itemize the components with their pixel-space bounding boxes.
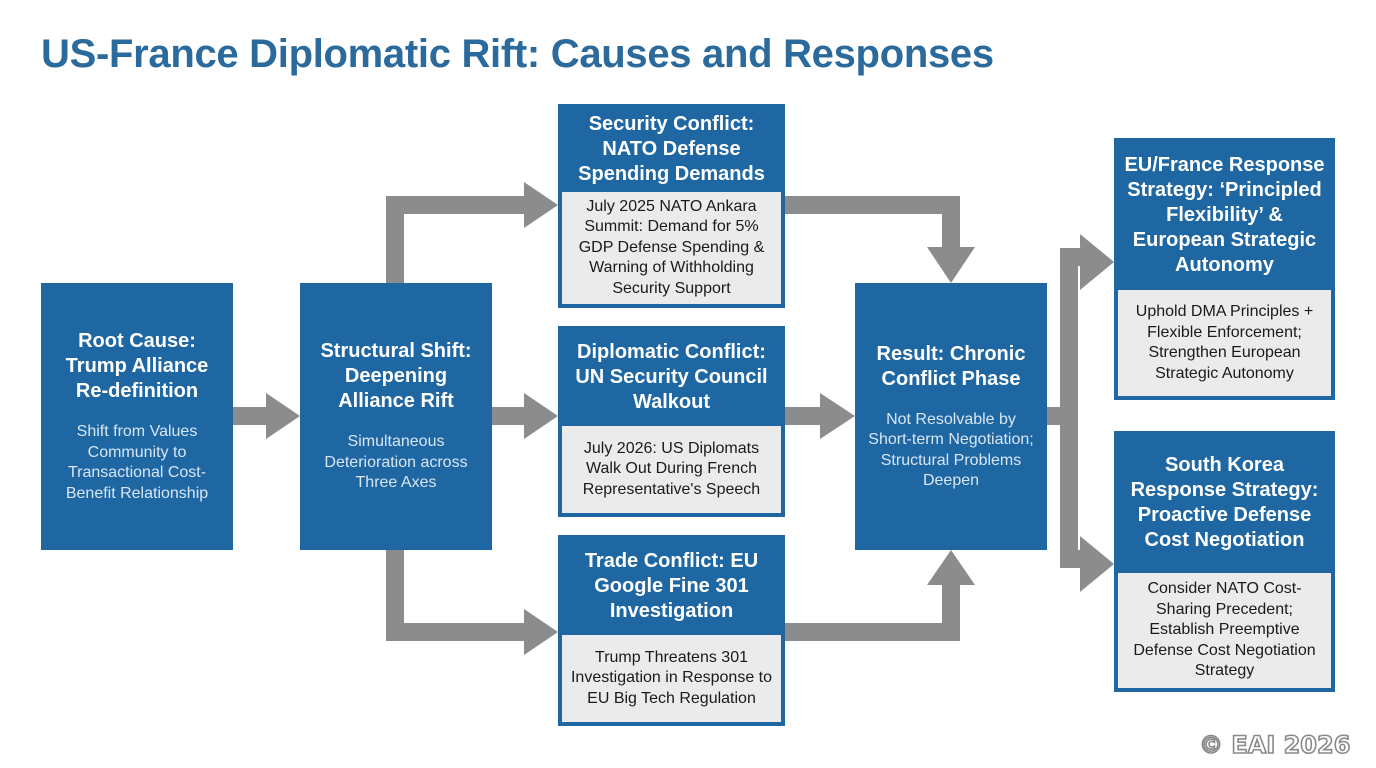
security-conflict-box: Security Conflict: NATO Defense Spending… <box>558 104 785 308</box>
eu-france-response-title: EU/France Response Strategy: ‘Principled… <box>1124 153 1325 276</box>
trade-conflict-title: Trade Conflict: EU Google Fine 301 Inves… <box>584 549 759 622</box>
eu-france-response-box: EU/France Response Strategy: ‘Principled… <box>1114 138 1335 400</box>
arrow-diplomatic-to-result <box>785 393 855 439</box>
south-korea-response-title: South Korea Response Strategy: Proactive… <box>1130 454 1319 551</box>
eu-france-response-detail: Uphold DMA Principles + Flexible Enforce… <box>1118 290 1331 396</box>
structural-shift-box: Structural Shift: Deepening Alliance Rif… <box>300 283 492 550</box>
root-cause-box: Root Cause: Trump Alliance Re-definition… <box>41 283 233 550</box>
root-cause-title: Root Cause: Trump Alliance Re-definition <box>65 330 209 402</box>
diplomatic-conflict-box: Diplomatic Conflict: UN Security Council… <box>558 326 785 517</box>
security-conflict-detail: July 2025 NATO Ankara Summit: Demand for… <box>562 192 781 304</box>
diagram-title: US-France Diplomatic Rift: Causes and Re… <box>41 32 994 76</box>
arrow-security-to-result <box>785 196 975 283</box>
arrow-trade-to-result <box>785 550 975 641</box>
arrow-shift-to-security <box>386 182 558 283</box>
arrow-shift-to-diplomatic <box>492 393 558 439</box>
result-box: Result: Chronic Conflict Phase Not Resol… <box>855 283 1047 550</box>
security-conflict-title: Security Conflict: NATO Defense Spending… <box>578 112 765 185</box>
result-title: Result: Chronic Conflict Phase <box>876 342 1026 390</box>
arrow-root-to-shift <box>233 393 300 439</box>
trade-conflict-box: Trade Conflict: EU Google Fine 301 Inves… <box>558 535 785 726</box>
copyright-watermark: © EAI 2026 <box>1198 730 1351 760</box>
diplomatic-conflict-title: Diplomatic Conflict: UN Security Council… <box>575 340 768 413</box>
south-korea-response-box: South Korea Response Strategy: Proactive… <box>1114 431 1335 692</box>
structural-shift-title: Structural Shift: Deepening Alliance Rif… <box>320 340 472 413</box>
arrow-shift-to-trade <box>386 550 558 655</box>
south-korea-response-detail: Consider NATO Cost-Sharing Precedent; Es… <box>1118 573 1331 688</box>
trade-conflict-detail: Trump Threatens 301 Investigation in Res… <box>562 635 781 722</box>
diplomatic-conflict-detail: July 2026: US Diplomats Walk Out During … <box>562 426 781 513</box>
result-description: Not Resolvable by Short-term Negotiation… <box>868 410 1034 490</box>
root-cause-description: Shift from Values Community to Transacti… <box>65 423 209 502</box>
arrow-result-to-responses <box>1047 234 1114 592</box>
structural-shift-description: Simultaneous Deterioration across Three … <box>324 433 468 492</box>
